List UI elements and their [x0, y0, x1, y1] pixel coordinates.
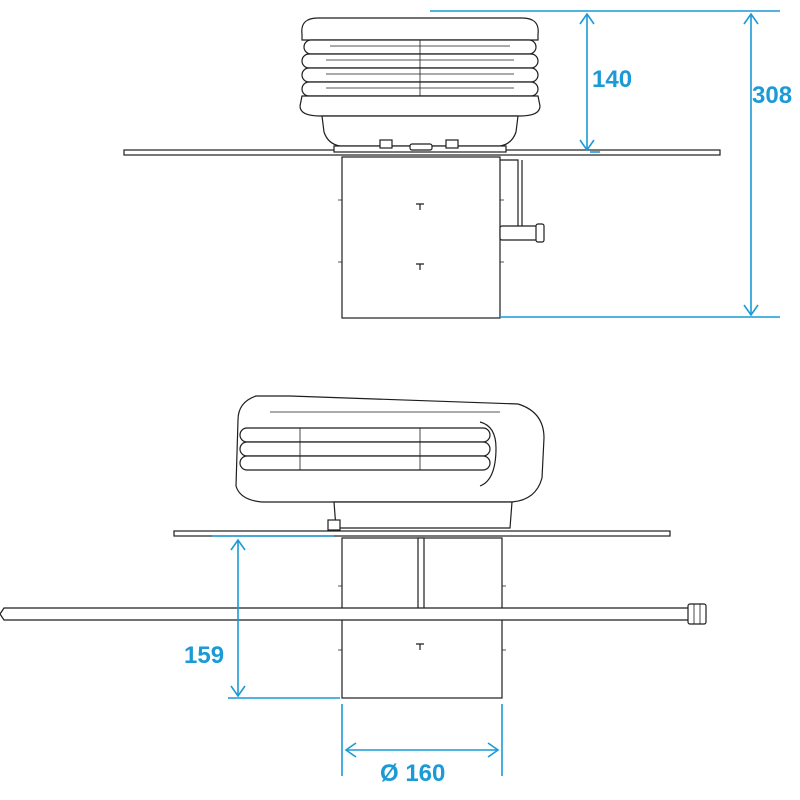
- side-louver-2: [239, 441, 491, 457]
- side-view-vent: [0, 395, 707, 699]
- side-hanger-rod: [417, 537, 425, 619]
- side-bar-end-cap: [687, 603, 707, 625]
- front-clip-mid: [409, 143, 433, 151]
- side-louver-frame: [479, 421, 497, 487]
- dim-label-diameter: Ø 160: [380, 760, 446, 787]
- front-pipe: [341, 156, 501, 319]
- front-clip-right: [445, 139, 459, 149]
- dim-label-140: 140: [592, 66, 633, 93]
- front-view-vent: [123, 17, 721, 319]
- front-clip-left: [379, 139, 393, 149]
- dim-label-308: 308: [752, 82, 793, 109]
- dim-label-159: 159: [184, 642, 225, 669]
- front-bracket: [500, 159, 523, 228]
- side-flange-plate: [173, 530, 671, 537]
- front-mark-2: [416, 263, 424, 270]
- side-mark: [416, 643, 424, 650]
- dimension-lines: [212, 10, 780, 776]
- side-louver-3: [239, 455, 491, 471]
- side-cap-neck: [333, 501, 513, 529]
- side-clip: [327, 519, 341, 531]
- front-mark-1: [416, 203, 424, 210]
- front-fitting: [499, 225, 539, 241]
- side-louver-1: [239, 427, 491, 443]
- front-cap-bottom: [299, 95, 541, 117]
- front-cap-base: [321, 115, 519, 147]
- side-support-bar: [0, 607, 691, 621]
- front-cap-top: [301, 17, 539, 41]
